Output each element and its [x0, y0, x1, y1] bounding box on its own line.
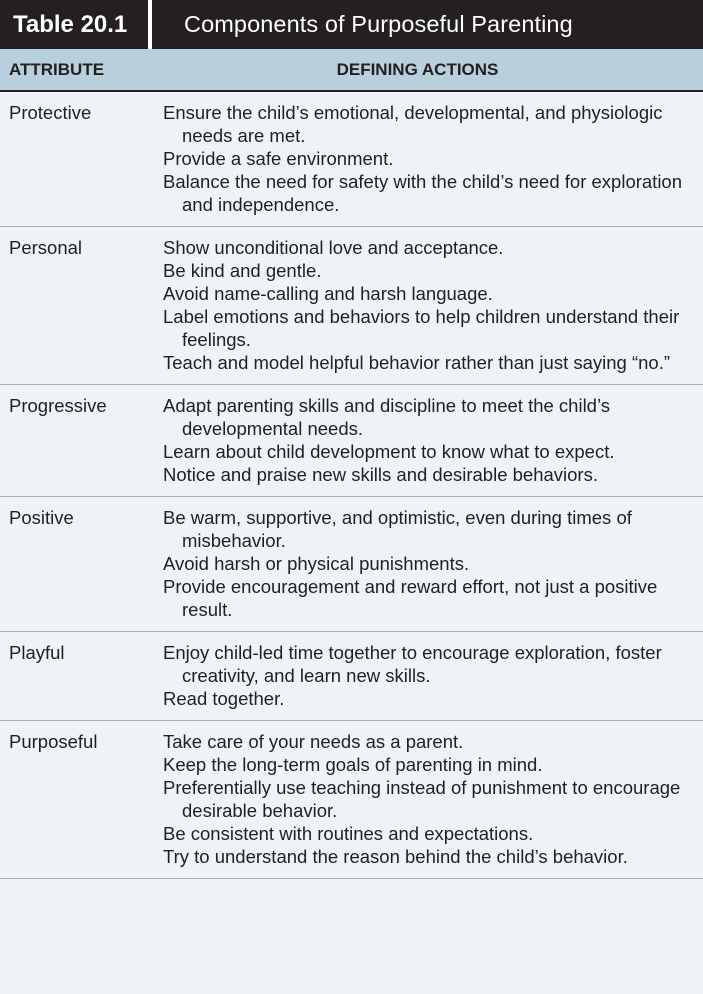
defining-action: Label emotions and behaviors to help chi… [163, 306, 680, 350]
defining-action: Read together. [163, 688, 285, 709]
defining-action: Be warm, supportive, and optimistic, eve… [163, 507, 632, 551]
attribute-cell: Purposeful [9, 731, 98, 752]
table-row: Progressive Adapt parenting skills and di… [0, 385, 703, 497]
defining-action: Avoid harsh or physical punishments. [163, 553, 470, 574]
table-row: Positive Be warm, supportive, and optimis… [0, 497, 703, 632]
defining-action: Balance the need for safety with the chi… [163, 171, 683, 215]
column-header-attribute: ATTRIBUTE [9, 59, 105, 79]
table-row: Purposeful Take care of your needs as a p… [0, 721, 703, 879]
defining-action: Take care of your needs as a parent. [163, 731, 464, 752]
defining-action: Preferentially use teaching instead of p… [163, 777, 681, 821]
actions-cell: Adapt parenting skills and discipline to… [152, 394, 703, 486]
table-title: Components of Purposeful Parenting [184, 11, 573, 37]
actions-cell: Show unconditional love and acceptance.B… [152, 236, 703, 374]
table-row: Playful Enjoy child-led time together to … [0, 632, 703, 721]
defining-action: Notice and praise new skills and desirab… [163, 464, 598, 485]
actions-cell: Be warm, supportive, and optimistic, eve… [152, 506, 703, 621]
attribute-cell: Progressive [9, 395, 107, 416]
actions-cell: Take care of your needs as a parent.Keep… [152, 730, 703, 868]
table-row: Personal Show unconditional love and acce… [0, 227, 703, 385]
table-row: Protective Ensure the child’s emotional, … [0, 92, 703, 227]
defining-action: Ensure the child’s emotional, developmen… [163, 102, 663, 146]
table-number-label: Table 20.1 [0, 0, 152, 49]
defining-action: Enjoy child-led time together to encoura… [163, 642, 662, 686]
table-container: Table 20.1 Components of Purposeful Pare… [0, 0, 703, 879]
actions-cell: Ensure the child’s emotional, developmen… [152, 101, 703, 216]
defining-action: Keep the long-term goals of parenting in… [163, 754, 543, 775]
defining-action: Teach and model helpful behavior rather … [163, 352, 670, 373]
table-header-row: ATTRIBUTE DEFINING ACTIONS [0, 49, 703, 92]
actions-cell: Enjoy child-led time together to encoura… [152, 641, 703, 710]
table-title-bar: Table 20.1 Components of Purposeful Pare… [0, 0, 703, 49]
defining-action: Be kind and gentle. [163, 260, 322, 281]
attribute-cell: Personal [9, 237, 83, 258]
defining-action: Learn about child development to know wh… [163, 441, 615, 462]
attribute-cell: Positive [9, 507, 74, 528]
defining-action: Try to understand the reason behind the … [163, 846, 628, 867]
attribute-cell: Playful [9, 642, 65, 663]
table-body: Protective Ensure the child’s emotional, … [0, 92, 703, 879]
defining-action: Provide a safe environment. [163, 148, 394, 169]
column-header-actions: DEFINING ACTIONS [336, 59, 499, 79]
defining-action: Show unconditional love and acceptance. [163, 237, 504, 258]
defining-action: Provide encouragement and reward effort,… [163, 576, 658, 620]
attribute-cell: Protective [9, 102, 92, 123]
defining-action: Be consistent with routines and expectat… [163, 823, 534, 844]
defining-action: Avoid name-calling and harsh language. [163, 283, 493, 304]
defining-action: Adapt parenting skills and discipline to… [163, 395, 610, 439]
